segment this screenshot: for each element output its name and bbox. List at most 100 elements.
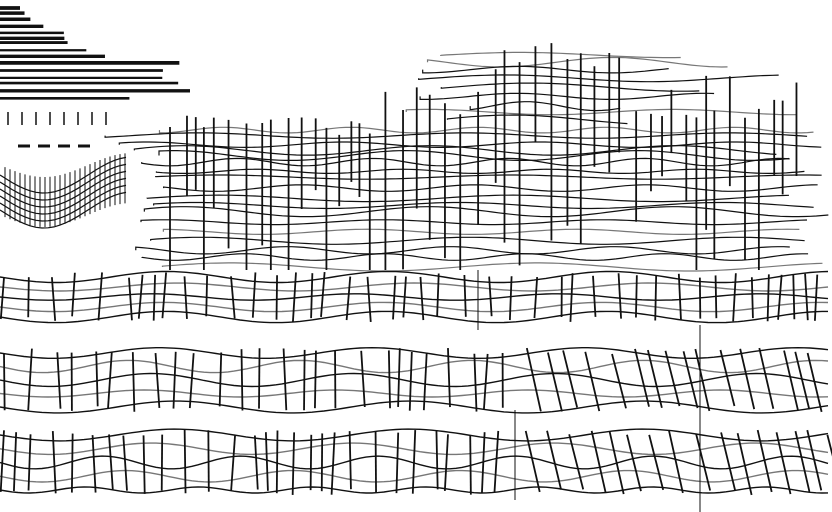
- band-vertical: [282, 348, 288, 411]
- band-vertical: [152, 274, 156, 321]
- band-vertical: [664, 350, 681, 407]
- band-vertical: [483, 353, 489, 410]
- left-wave: [0, 163, 127, 201]
- band-vertical: [626, 434, 642, 492]
- band-vertical: [732, 273, 737, 322]
- band-horizontal: [0, 486, 829, 494]
- band-horizontal: [0, 310, 828, 324]
- band-vertical: [360, 350, 366, 408]
- band-horizontal: [0, 428, 829, 442]
- band-vertical: [13, 432, 18, 492]
- band-vertical: [408, 351, 413, 411]
- band-vertical: [240, 349, 244, 411]
- band-vertical: [617, 273, 622, 319]
- band-vertical: [562, 350, 578, 408]
- band-vertical: [654, 274, 658, 321]
- band-vertical: [590, 430, 607, 493]
- band-vertical: [183, 276, 188, 319]
- band-vertical: [447, 348, 451, 408]
- band-vertical: [508, 276, 513, 321]
- band-vertical: [419, 276, 425, 321]
- band-vertical: [569, 273, 574, 322]
- band-horizontal: [0, 372, 829, 388]
- band-vertical: [694, 348, 711, 412]
- band-vertical: [436, 273, 440, 317]
- band-vertical: [108, 434, 114, 490]
- band-vertical: [27, 277, 30, 318]
- band-vertical: [473, 353, 478, 412]
- upper-horizontal: [118, 141, 822, 149]
- band-vertical: [392, 275, 397, 320]
- band-vertical: [493, 430, 500, 492]
- band-vertical: [783, 350, 799, 411]
- band-vertical: [27, 434, 32, 491]
- upper-horizontal: [163, 184, 818, 192]
- band-vertical: [107, 352, 113, 409]
- band-vertical: [95, 351, 99, 407]
- band-vertical: [314, 350, 317, 409]
- upper-horizontal: [422, 65, 669, 74]
- band-vertical: [635, 275, 638, 318]
- band-vertical: [547, 352, 563, 412]
- band-vertical: [750, 277, 754, 319]
- band-vertical: [27, 348, 33, 411]
- band-vertical: [488, 276, 493, 317]
- left-wave: [0, 156, 127, 194]
- upper-horizontal: [141, 157, 790, 167]
- band-vertical: [524, 430, 541, 493]
- band-vertical: [395, 432, 400, 494]
- band-vertical: [739, 348, 756, 410]
- band-vertical: [422, 352, 428, 411]
- band-vertical: [611, 353, 627, 409]
- upper-horizontal: [155, 174, 822, 180]
- upper-horizontal: [146, 194, 789, 203]
- band-vertical: [443, 434, 449, 491]
- upper-horizontal: [446, 114, 628, 125]
- band-vertical: [291, 432, 296, 495]
- band-vertical: [634, 348, 650, 407]
- band-vertical: [682, 351, 699, 409]
- band-vertical: [806, 429, 823, 491]
- band-vertical: [56, 352, 62, 409]
- band-horizontal: [0, 346, 829, 359]
- band-vertical: [183, 430, 187, 494]
- band-vertical: [253, 435, 259, 490]
- band-vertical: [172, 351, 177, 409]
- band-vertical: [758, 347, 775, 409]
- upper-horizontal: [155, 168, 805, 174]
- upper-horizontal: [419, 92, 715, 100]
- band-vertical: [275, 430, 279, 494]
- band-vertical: [813, 274, 819, 321]
- band-vertical: [137, 274, 144, 319]
- band-vertical: [161, 272, 167, 319]
- upper-horizontal: [158, 126, 814, 134]
- band-vertical: [0, 430, 5, 492]
- band-vertical: [719, 349, 736, 407]
- band-vertical: [794, 351, 811, 410]
- band-vertical: [826, 434, 832, 457]
- band-vertical: [258, 348, 261, 409]
- band-vertical: [648, 434, 665, 491]
- band-vertical: [97, 272, 103, 321]
- band-vertical: [348, 431, 352, 490]
- upper-horizontal: [153, 201, 814, 210]
- upper-horizontal: [440, 82, 700, 92]
- band-vertical: [345, 276, 352, 321]
- upper-horizontal: [418, 74, 779, 83]
- band-horizontal: [0, 293, 829, 301]
- band-vertical: [131, 352, 136, 412]
- band-horizontal: [0, 359, 829, 374]
- band-vertical: [435, 430, 439, 490]
- band-vertical: [310, 273, 314, 319]
- band-vertical: [775, 432, 792, 495]
- upper-horizontal: [141, 253, 809, 261]
- band-horizontal: [0, 270, 829, 284]
- band-vertical: [142, 435, 146, 494]
- band-vertical: [128, 277, 133, 321]
- band-vertical: [397, 348, 401, 407]
- band-vertical: [677, 273, 682, 321]
- band-vertical: [411, 430, 417, 494]
- band-vertical: [51, 277, 57, 321]
- band-vertical: [720, 432, 736, 491]
- band-vertical: [122, 435, 128, 491]
